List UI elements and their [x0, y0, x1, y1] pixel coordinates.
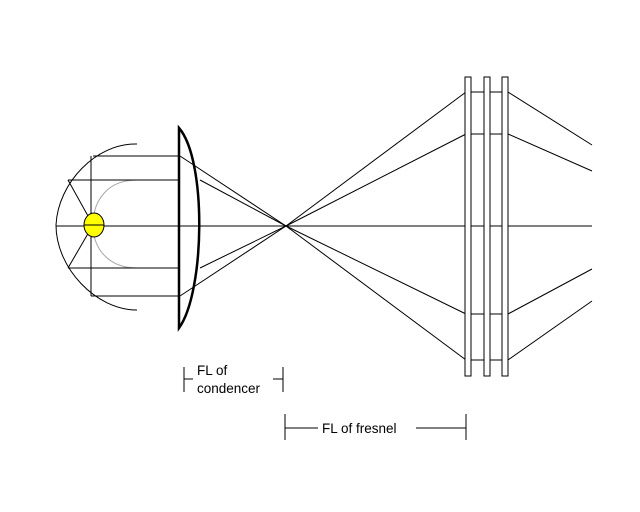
- fresnel-plate-2: [483, 76, 491, 377]
- fresnel-fl-bracket: [284, 414, 467, 440]
- fresnel-plate-3: [501, 76, 509, 377]
- reflector-outer: [55, 143, 138, 311]
- condenser-fl-label-line1: FL of: [197, 363, 228, 378]
- converging-rays: [179, 155, 287, 297]
- condenser-fl-label-line2: condencer: [197, 381, 261, 396]
- diverging-rays: [285, 91, 467, 361]
- fresnel-plate-1: [464, 76, 472, 377]
- fresnel-fl-label: FL of fresnel: [322, 421, 397, 436]
- fresnel-lenses: [464, 76, 509, 377]
- condenser-fl-bracket: [183, 367, 284, 392]
- output-rays: [507, 91, 593, 361]
- condenser-lens: [177, 124, 201, 332]
